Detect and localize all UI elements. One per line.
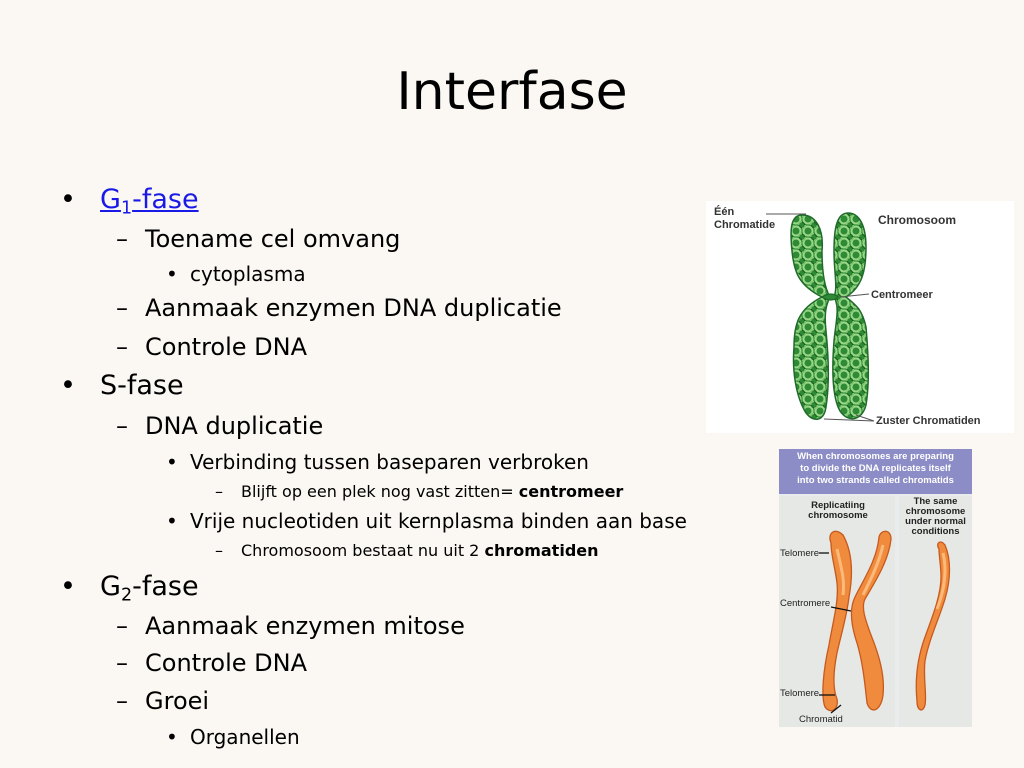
g1-item-control: Controle DNA [145, 333, 307, 361]
diagram-header: When chromosomes are preparing to divide… [779, 449, 972, 494]
chromosome-drawing [766, 212, 875, 422]
label-telomere-top: Telomere [780, 548, 820, 559]
s-item-bonds: Verbinding tussen baseparen verbroken [190, 450, 589, 474]
leader-line [839, 293, 870, 298]
label-one: Één [714, 206, 735, 218]
g1-item-growth: Toename cel omvang [145, 225, 401, 253]
replication-diagram: When chromosomes are preparing to divide… [779, 449, 972, 727]
g1-phase-link[interactable]: G1-fase [100, 184, 199, 219]
bullet-marker: • [166, 725, 178, 749]
bullet-marker: • [166, 262, 178, 286]
dash-marker: – [215, 541, 223, 560]
bullet-marker: • [60, 571, 76, 602]
slide-title: Interfase [396, 62, 628, 122]
s-note-chromatids: Chromosoom bestaat nu uit 2 chromatiden [241, 541, 599, 560]
s-item-duplication: DNA duplicatie [145, 412, 324, 440]
chromosome-x-drawing [819, 530, 951, 714]
s-item-nucleotides: Vrije nucleotiden uit kernplasma binden … [190, 509, 687, 533]
dash-marker: – [116, 687, 128, 715]
bullet-marker: • [166, 509, 178, 533]
g2-item-control: Controle DNA [145, 649, 307, 677]
g1-item-cytoplasm: cytoplasma [190, 262, 306, 286]
label-centromere: Centromere [780, 598, 831, 609]
label-sister-chromatids: Zuster Chromatiden [876, 415, 981, 427]
s-note-centromere: Blijft op een plek nog vast zitten= cent… [241, 482, 624, 501]
dash-marker: – [116, 649, 128, 677]
dash-marker: – [116, 294, 128, 322]
dash-marker: – [116, 612, 128, 640]
dash-marker: – [116, 225, 128, 253]
dash-marker: – [116, 412, 128, 440]
right-panel-title: The same chromosome under normal conditi… [905, 496, 966, 537]
chromosome-diagram: Één Chromatide Chromosoom Centromeer Zus… [706, 201, 1014, 433]
leader-line [855, 414, 875, 422]
g1-item-enzymes: Aanmaak enzymen DNA duplicatie [145, 294, 562, 322]
left-panel-title: Replicatiing chromosome [808, 500, 868, 521]
label-telomere-bottom: Telomere [780, 688, 820, 699]
dash-marker: – [215, 482, 223, 501]
pointer-line [830, 704, 842, 714]
pointer-line [830, 606, 852, 612]
g2-phase-label: G2-fase [100, 571, 199, 606]
bullet-marker: • [166, 450, 178, 474]
label-chromatid: Chromatid [799, 714, 843, 725]
leader-line [823, 418, 875, 422]
g2-item-organelles: Organellen [190, 725, 300, 749]
label-chromosome: Chromosoom [878, 213, 956, 227]
dash-marker: – [116, 333, 128, 361]
g2-item-growth: Groei [145, 687, 210, 715]
g2-item-enzymes: Aanmaak enzymen mitose [145, 612, 465, 640]
bullet-marker: • [60, 184, 76, 215]
label-chromatide: Chromatide [714, 219, 776, 231]
label-centromere: Centromeer [871, 289, 933, 301]
bullet-marker: • [60, 370, 76, 401]
s-phase-label: S-fase [100, 370, 184, 401]
